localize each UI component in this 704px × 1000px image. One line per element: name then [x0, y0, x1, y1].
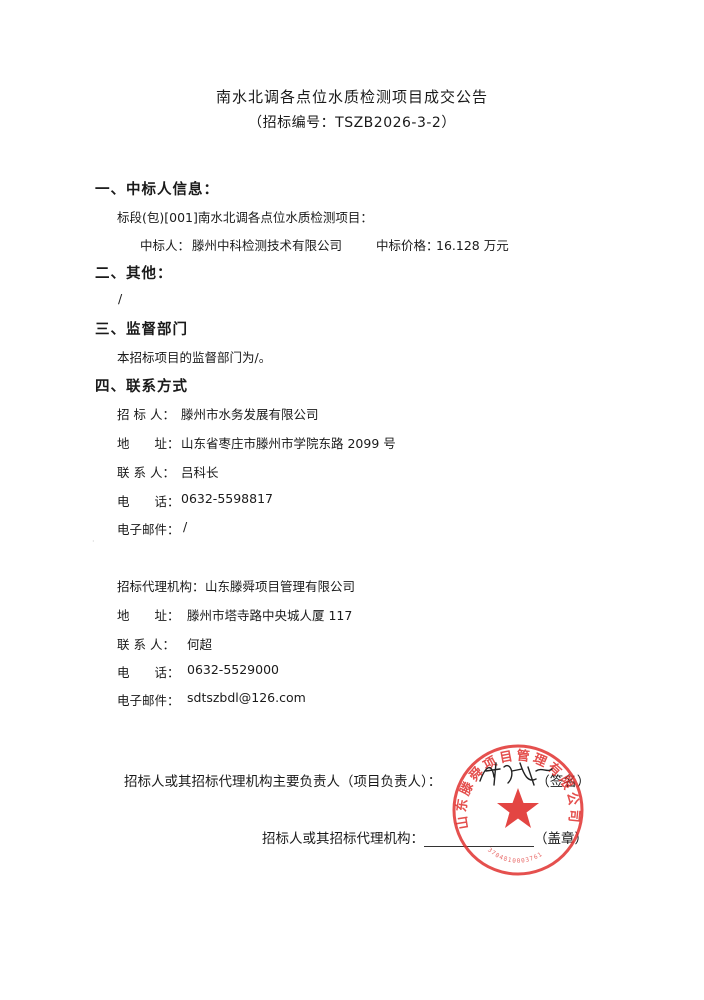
agency-phone-label: 电 话： — [117, 665, 180, 680]
supervision-content: 本招标项目的监督部门为/。 — [117, 350, 272, 365]
section-winner-heading: 一、中标人信息： — [95, 182, 219, 198]
tenderer-address: 山东省枣庄市滕州市学院东路 2099 号 — [181, 436, 396, 451]
winner-name: 滕州中科检测技术有限公司 — [192, 238, 343, 253]
tenderer-phone: 0632-5598817 — [181, 491, 273, 506]
agency-label: 招标代理机构： — [117, 579, 205, 594]
tenderer-email: / — [183, 519, 188, 534]
tenderer-name: 滕州市水务发展有限公司 — [181, 407, 319, 422]
institution-seal-line: 招标人或其招标代理机构：（盖章） — [262, 827, 588, 847]
agency-email: sdtszbdl@126.com — [187, 690, 306, 705]
agency-address: 滕州市塔寺路中央城人厦 117 — [187, 608, 353, 623]
agency-address-label: 地 址： — [117, 608, 180, 623]
agency-phone: 0632-5529000 — [187, 662, 279, 677]
other-content: / — [118, 291, 123, 306]
lot-line: 标段(包)[001]南水北调各点位水质检测项目： — [117, 210, 373, 225]
agency-email-label: 电子邮件： — [117, 693, 180, 708]
tenderer-contact-label: 联 系 人： — [117, 465, 175, 480]
tenderer-address-label: 地 址： — [117, 436, 180, 451]
price-label: 中标价格： — [376, 238, 439, 253]
tenderer-email-label: 电子邮件： — [117, 522, 180, 537]
company-seal-icon: 山东滕舜项目管理有限公司 3704810003761 — [452, 744, 584, 876]
seal-blank-underline — [424, 832, 534, 847]
tenderer-contact-person: 吕科长 — [181, 465, 219, 480]
seal-number-text: 3704810003761 — [486, 847, 543, 865]
agency-contact-label: 联 系 人： — [117, 637, 175, 652]
document-title: 南水北调各点位水质检测项目成交公告 — [215, 88, 488, 106]
section-other-heading: 二、其他： — [95, 266, 173, 282]
agency-name: 山东滕舜项目管理有限公司 — [205, 579, 356, 594]
winner-label: 中标人： — [140, 238, 191, 253]
svg-text:3704810003761: 3704810003761 — [486, 847, 544, 865]
section-contact-heading: 四、联系方式 — [95, 379, 188, 395]
tenderer-phone-label: 电 话： — [117, 494, 180, 509]
section-supervision-heading: 三、监督部门 — [95, 322, 188, 338]
responsible-label: 招标人或其招标代理机构主要负责人（项目负责人）： — [124, 774, 442, 790]
price-value: 16.128 万元 — [436, 238, 509, 253]
institution-label: 招标人或其招标代理机构： — [262, 831, 424, 847]
tenderer-label: 招 标 人： — [117, 407, 175, 422]
scan-speck: · — [92, 537, 95, 546]
tender-number: （招标编号：TSZB2026-3-2） — [248, 115, 456, 131]
handwritten-signature-icon — [479, 762, 553, 786]
agency-contact-person: 何超 — [187, 637, 213, 652]
